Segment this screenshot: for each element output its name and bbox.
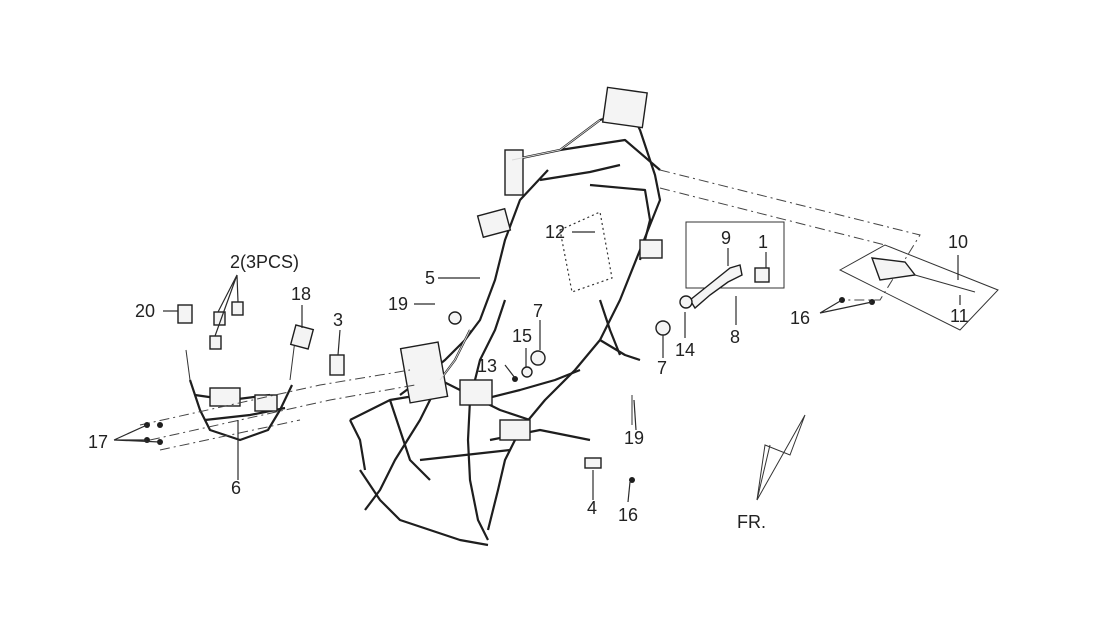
callout-19-left: 19 (388, 294, 408, 314)
callout-10: 10 (948, 232, 968, 252)
lever-box (679, 221, 785, 310)
leader-lines (113, 231, 961, 503)
callout-20: 20 (135, 301, 155, 321)
callout-2: 2(3PCS) (230, 252, 299, 272)
callout-17: 17 (88, 432, 108, 452)
rear-bracket-assembly (838, 244, 999, 331)
callout-7-upper: 7 (533, 301, 543, 321)
callout-16-bottom: 16 (618, 505, 638, 525)
callout-19-bottom: 19 (624, 428, 644, 448)
callout-15: 15 (512, 326, 532, 346)
callout-6: 6 (231, 478, 241, 498)
callout-13: 13 (477, 356, 497, 376)
front-direction-arrow-icon (756, 414, 806, 501)
callout-16-right: 16 (790, 308, 810, 328)
callout-18: 18 (291, 284, 311, 304)
nut-14 (655, 320, 671, 336)
main-frame (349, 86, 663, 547)
callout-5: 5 (425, 268, 435, 288)
connector-20 (177, 304, 193, 324)
callout-3: 3 (333, 310, 343, 330)
callout-12: 12 (545, 222, 565, 242)
callout-8: 8 (730, 327, 740, 347)
front-direction-label: FR. (737, 512, 766, 532)
callout-7-lower: 7 (657, 358, 667, 378)
callout-9: 9 (721, 228, 731, 248)
callout-1: 1 (758, 232, 768, 252)
callout-4: 4 (587, 498, 597, 518)
wire-harness-group (177, 301, 345, 442)
under-seat-plate (559, 211, 613, 293)
callout-14: 14 (675, 340, 695, 360)
callout-11: 11 (950, 306, 969, 326)
